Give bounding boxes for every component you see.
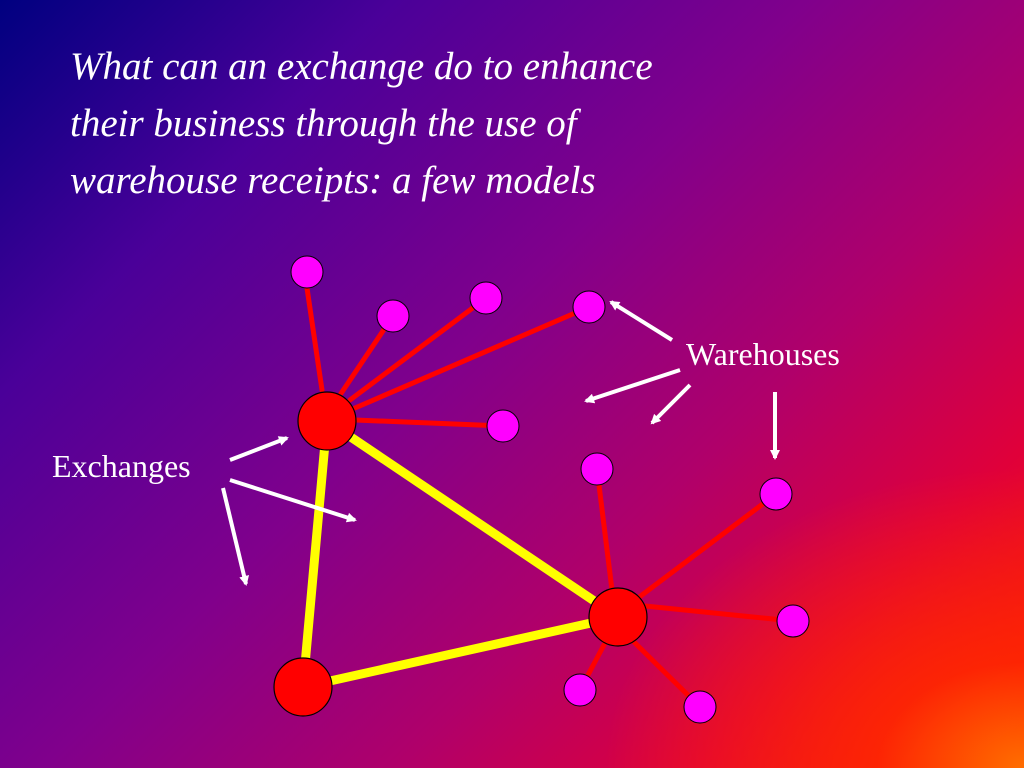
arrow [229,478,357,523]
title-line-3: warehouse receipts: a few models [70,159,596,202]
warehouse-node [469,281,503,315]
title-line-2: their business through the use of [70,102,577,145]
exchange-link [298,416,332,692]
warehouse-node [572,290,606,324]
exchange-node [588,587,648,647]
warehouse-node [290,255,324,289]
warehouse-link [642,603,796,624]
warehouse-link [304,285,325,393]
warehouse-node [683,690,717,724]
warehouse-link [635,491,779,601]
arrow [584,368,681,404]
warehouse-node [563,673,597,707]
arrow [229,436,289,462]
exchange-node [273,657,333,717]
warehouse-node [486,409,520,443]
warehouse-link [594,466,615,593]
pointer-arrows [221,300,780,586]
warehouse-links [304,285,796,710]
exchange-nodes [273,391,648,717]
exchange-link [322,416,623,622]
warehouse-node [776,604,810,638]
arrow [221,487,249,586]
warehouse-link [352,417,506,429]
title-line-1: What can an exchange do to enhance [70,45,653,88]
slide-title: What can an exchange do to enhance their… [70,38,830,209]
warehouses-label: Warehouses [686,336,840,372]
exchange-links [298,416,623,692]
exchange-link [298,612,623,692]
arrow [609,300,674,342]
exchange-node [297,391,357,451]
warehouse-node [580,452,614,486]
warehouse-link [347,295,489,403]
warehouse-link [352,304,592,411]
warehouse-node [376,299,410,333]
warehouse-nodes [290,255,810,724]
arrow [650,383,692,425]
exchanges-label: Exchanges [52,448,191,484]
warehouse-node [759,477,793,511]
